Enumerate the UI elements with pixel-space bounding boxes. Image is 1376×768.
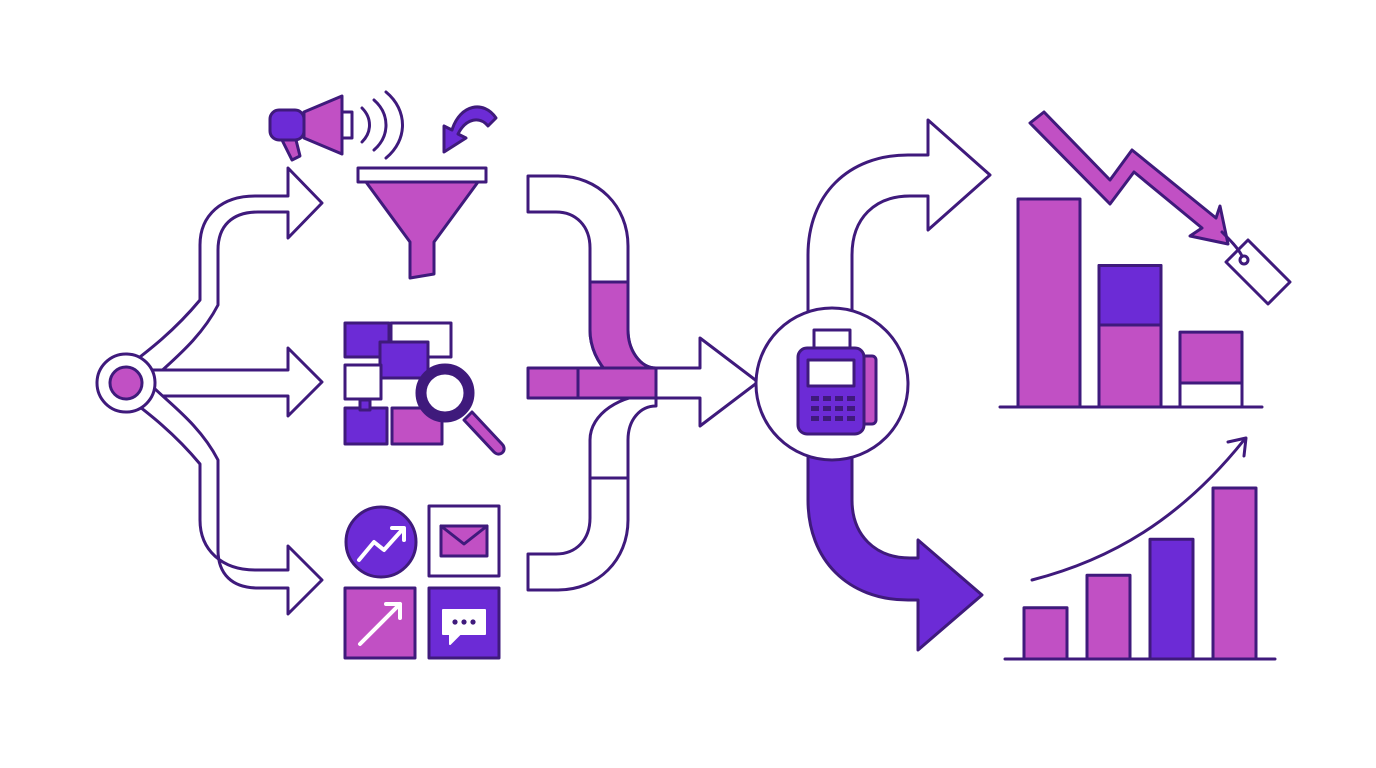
curved-arrow-icon (442, 105, 498, 154)
chart-down-trend-arrow (1028, 110, 1230, 246)
chart-up-bar-2 (1085, 573, 1132, 661)
chart-down-bars (1016, 197, 1244, 409)
pipe-bottom (526, 392, 658, 592)
declining-bar-chart-icon (998, 110, 1292, 409)
outcome-arrow-up (806, 118, 992, 320)
chart-up-bar-4 (1211, 486, 1258, 661)
chart-up-bar-1 (1022, 606, 1069, 661)
funnel-icon (356, 166, 488, 280)
pipe-exit-arrow (654, 336, 760, 428)
chart-down-bar-3-segment (1178, 381, 1244, 409)
branch-arrow-top (118, 166, 324, 382)
branch-arrow-bottom (118, 384, 324, 616)
chart-down-bar-1 (1016, 197, 1082, 409)
chart-up-bar-3 (1148, 537, 1195, 661)
chart-up-bars (1022, 486, 1258, 661)
source-node-icon (108, 365, 144, 401)
price-tag-icon (1220, 230, 1292, 306)
payment-terminal-icon (754, 306, 910, 462)
chart-down-bar-2-segment (1097, 264, 1163, 327)
growing-bar-chart-icon (1003, 436, 1277, 661)
trend-up-icon (344, 505, 418, 579)
chat-bubble-icon (427, 586, 501, 660)
megaphone-icon (268, 90, 404, 162)
magnifier-icon (415, 363, 506, 456)
branch-arrow-middle (148, 346, 324, 418)
channel-tiles (343, 504, 501, 660)
growth-arrow-icon (343, 586, 417, 660)
chart-up-trend-arrow (1030, 438, 1246, 582)
pipe-middle-right (576, 366, 658, 400)
email-icon (427, 504, 501, 578)
puzzle-pieces-icon (343, 321, 453, 446)
outcome-arrows (806, 118, 992, 652)
converging-pipes (526, 174, 760, 592)
source-branches (95, 166, 324, 616)
pipe-middle-left (526, 366, 580, 400)
outcome-arrow-down (806, 448, 984, 652)
chart-up-trend-arrowhead (1226, 436, 1248, 458)
